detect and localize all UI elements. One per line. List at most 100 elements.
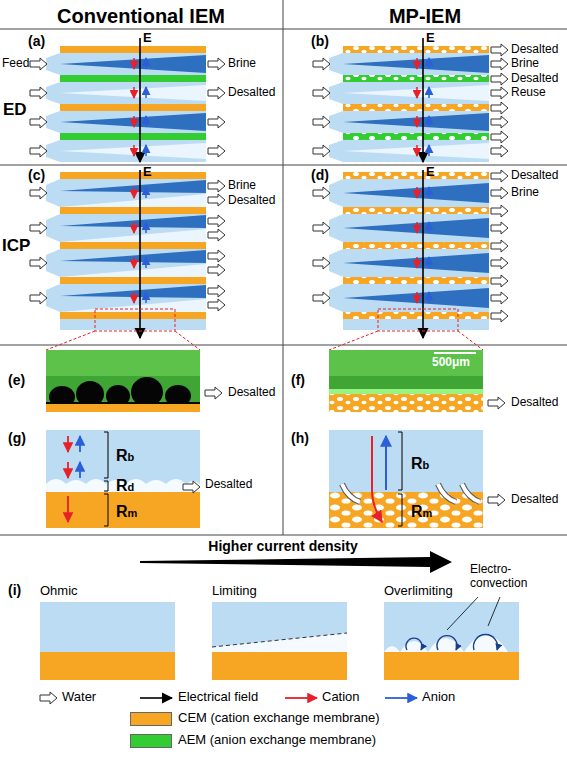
regime-panels [447,597,478,630]
mp-ed-stack [491,73,508,85]
icp-stack [208,229,225,241]
mp-ed-stack [329,140,489,162]
icp-stack [134,222,146,233]
ed-stack [134,58,146,69]
regime-label: Limiting [212,584,257,599]
field-label: E [143,165,152,180]
micrograph [434,352,476,354]
resistance-schematic [67,496,69,522]
resistance-schematic [438,484,456,502]
mp-ed-stack [343,46,489,53]
icp-stack [46,284,206,312]
ed-stack [60,133,206,140]
regime-panels [384,652,519,680]
panel-label: (d) [311,167,329,183]
mp-icp-stack [313,257,330,269]
resistance-schematic [342,484,360,502]
mp-icp-stack [491,222,508,234]
ed-stack [134,145,146,156]
grid-lines [0,0,567,535]
grid-lines [0,535,567,536]
ed-stack [30,87,47,99]
resistance-label: Rb [411,455,429,473]
mp-icp-stack [329,214,489,242]
legend-samples [40,692,57,704]
mp-ed-stack [417,87,429,98]
field-label: E [426,165,435,180]
mp-ed-stack [417,58,429,69]
resistance-label: Rb [116,447,134,465]
ed-stack [208,116,225,128]
flow-label: Desalted [228,386,275,400]
mp-icp-stack [343,172,489,179]
mp-icp-stack [329,249,489,277]
mp-icp-stack [417,257,429,268]
resistance-schematic [67,436,69,452]
mp-ed-stack [422,38,424,162]
trend-arrow [140,551,452,573]
regime-panels [384,602,519,652]
panel-label: (e) [8,372,25,388]
ed-stack [30,116,47,128]
flow-label: Brine [228,179,256,193]
legend-text: CEM (cation exchange membrane) [178,711,380,726]
icp-stack [134,187,146,198]
mp-icp-stack [329,179,489,207]
icp-stack [30,170,225,350]
row-label: ICP [2,236,30,256]
mp-icp-stack [417,187,429,198]
icp-stack [60,312,206,319]
mp-icp-stack [491,187,508,199]
resistance-schematic [462,484,480,502]
flow-label: Desalted [511,43,558,57]
resistance-schematic [79,436,81,452]
icp-stack [134,292,146,303]
micrograph [488,397,505,409]
flow-label: Desalted [511,493,558,507]
field-label: E [143,31,152,46]
resistance-schematic [385,436,387,490]
regime-panels [488,597,500,626]
regime-panels [474,635,498,650]
mp-ed-stack [313,58,330,70]
mp-icp-stack [378,309,458,331]
flow-label: Reuse [511,86,546,100]
icp-stack [208,299,225,311]
regime-label: Ohmic [40,584,78,599]
scale-label: 500μm [432,356,470,370]
resistance-label: Rm [411,503,432,521]
mp-ed-stack [313,145,330,157]
regime-panels [437,636,457,650]
regime-panels [212,652,347,680]
legend-text: Anion [422,690,455,705]
mp-ed-stack [313,116,330,128]
resistance-label: Rd [116,477,134,495]
mp-ed-stack [417,145,429,156]
ed-stack [60,75,206,82]
mp-ed-stack [343,75,489,82]
column-heading: MP-IEM [389,5,461,28]
mp-icp-stack [313,187,330,199]
regime-panels [40,602,175,652]
mp-icp-stack [491,170,508,182]
resistance-schematic [342,484,360,502]
resistance-schematic [79,462,81,478]
resistance-schematic [46,430,200,528]
mp-icp-stack [491,205,508,217]
regime-panels [40,652,175,680]
icp-stack [139,170,141,338]
icp-stack [175,331,200,350]
ed-stack [134,116,146,127]
ed-stack [139,38,141,162]
legend-swatch [130,712,172,726]
mp-ed-stack [329,111,489,133]
resistance-schematic [67,462,69,478]
column-heading: Conventional IEM [57,5,225,28]
mp-icp-stack [313,170,508,350]
ed-stack [46,111,206,133]
ed-stack [134,87,146,98]
flow-label: Desalted [511,396,558,410]
mp-ed-stack [417,116,429,127]
